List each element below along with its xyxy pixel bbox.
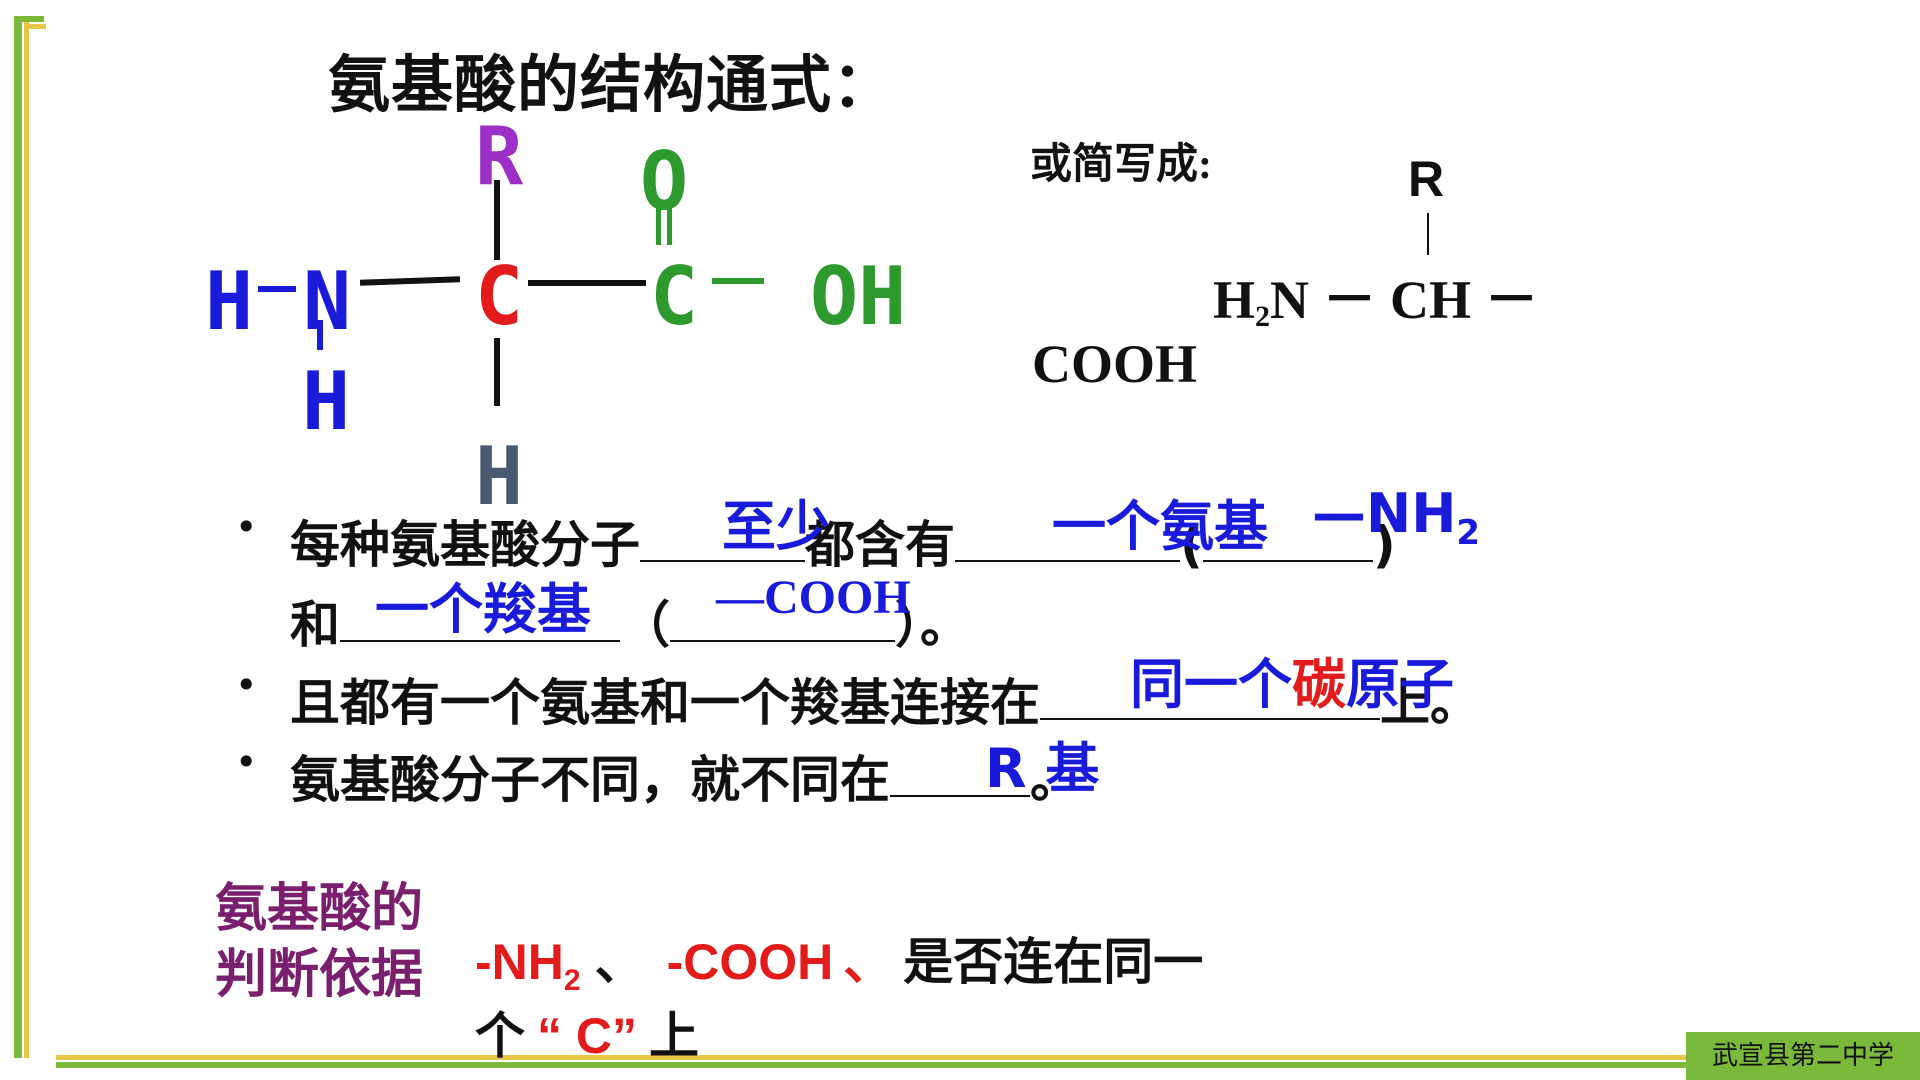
criteria-quote-c: “ C”: [537, 1008, 637, 1064]
criteria-label-line-2: 判断依据: [215, 945, 424, 1005]
answer-cooh: —COOH: [716, 571, 911, 624]
blank-5: [670, 600, 895, 642]
bond-c-oh: [712, 278, 764, 284]
bullet-3-text-b: 。: [1030, 751, 1080, 809]
bullet-dot-1: •: [235, 505, 258, 549]
criteria-sep-1: 、: [594, 934, 645, 990]
answer-nh2: —NH2: [1312, 482, 1480, 553]
bullet-1-paren2-open: （: [620, 596, 670, 654]
blank-3: [1202, 520, 1373, 562]
answer-carbon: 碳: [1292, 653, 1346, 716]
criteria-label: 氨基酸的 判断依据: [215, 876, 423, 1008]
criteria-nh-sub: 2: [563, 964, 581, 997]
bullet-dot-3: •: [235, 740, 258, 784]
criteria-text-2: 个: [475, 1008, 525, 1064]
simplified-bond-r: [1427, 213, 1429, 255]
criteria-line-2: 个“ C”上: [475, 996, 699, 1068]
simplified-n-ch: N － CH －: [1270, 270, 1539, 330]
bullet-1-text-a: 每种氨基酸分子: [290, 516, 640, 574]
atom-h-below-c: H: [475, 430, 524, 523]
answer-nh2-sub: 2: [1456, 512, 1481, 553]
bond-n-h: [317, 320, 323, 350]
simplified-label: 或简写成:: [1030, 142, 1212, 188]
frame-left-green: [14, 18, 22, 1058]
answer-amino: 一个氨基: [1052, 495, 1268, 558]
atom-c-alpha: C: [475, 250, 524, 343]
bullet-2-line: 且都有一个氨基和一个羧基连接在 上。: [290, 663, 1480, 735]
frame-top-yellow: [24, 24, 46, 29]
answer-same-carbon: 同一个碳原子: [1130, 640, 1454, 719]
bullet-dot-2: •: [235, 663, 258, 707]
bullet-1-line-1: 每种氨基酸分子 都含有 (): [290, 505, 1396, 577]
bullet-1-text-c: 和: [290, 596, 340, 654]
criteria-line-1: -NH2、-COOH、是否连在同一: [475, 922, 1203, 998]
bullet-1-paren2-close: ）。: [895, 596, 970, 654]
blank-7: [890, 755, 1030, 797]
school-name: 武宣县第二中学: [1686, 1032, 1920, 1080]
bullet-1-paren-close: ): [1372, 516, 1396, 574]
blank-2: [955, 520, 1180, 562]
answer-nh2-text: —NH: [1312, 482, 1457, 545]
bullet-3-text-a: 氨基酸分子不同，就不同在: [290, 751, 890, 809]
frame-top-green: [14, 16, 44, 22]
atom-c-carboxyl: C: [650, 250, 699, 343]
simplified-r: R: [1408, 151, 1445, 207]
double-bond-right: [667, 205, 672, 245]
simplified-sub2: 2: [1255, 300, 1271, 333]
atom-h-below-n: H: [302, 355, 351, 448]
criteria-text-3: 上: [649, 1008, 699, 1064]
bullet-3-line: 氨基酸分子不同，就不同在 。: [290, 740, 1080, 812]
bond-r-c: [494, 180, 500, 260]
criteria-nh: -NH2: [475, 934, 581, 997]
bond-c-c: [528, 280, 646, 286]
bullet-1-paren-open: (: [1180, 516, 1203, 574]
criteria-text-1: 是否连在同一: [903, 934, 1204, 990]
frame-bottom-yellow: [56, 1055, 1686, 1060]
bond-h-n: [258, 286, 296, 292]
criteria-cooh: -COOH: [666, 934, 834, 990]
blank-6: [1040, 678, 1380, 720]
criteria-nh-text: -NH: [475, 934, 564, 990]
answer-r-group: R 基: [985, 737, 1100, 800]
slide-title: 氨基酸的结构通式：: [328, 48, 896, 121]
atom-n: N: [303, 255, 352, 348]
bullet-2-text-a: 且都有一个氨基和一个羧基连接在: [290, 674, 1040, 732]
bullet-2-text-b: 上。: [1380, 674, 1480, 732]
double-bond-left: [656, 205, 661, 245]
criteria-label-line-1: 氨基酸的: [215, 879, 424, 939]
answer-same: 同一个: [1130, 653, 1292, 716]
bullet-1-text-b: 都含有: [805, 516, 955, 574]
answer-atom: 原子: [1346, 653, 1454, 716]
blank-4: [340, 600, 620, 642]
simplified-main: H2N － CH －: [1213, 255, 1539, 334]
criteria-sep-2: 、: [843, 934, 894, 990]
simplified-h: H: [1213, 270, 1256, 330]
simplified-cooh: COOH: [1032, 334, 1198, 394]
atom-o-top: O: [640, 135, 689, 228]
answer-zhishao: 至少: [722, 495, 830, 558]
bond-c-h: [494, 338, 500, 406]
blank-1: [640, 520, 805, 562]
bullet-1-line-2: 和 （ ）。: [290, 585, 970, 657]
answer-carboxyl: 一个羧基: [375, 578, 591, 641]
bond-n-c: [359, 276, 461, 286]
group-oh: OH: [810, 250, 907, 343]
frame-left-yellow: [24, 18, 29, 1058]
atom-h-left: H: [205, 255, 254, 348]
frame-bottom-green: [56, 1062, 1686, 1068]
